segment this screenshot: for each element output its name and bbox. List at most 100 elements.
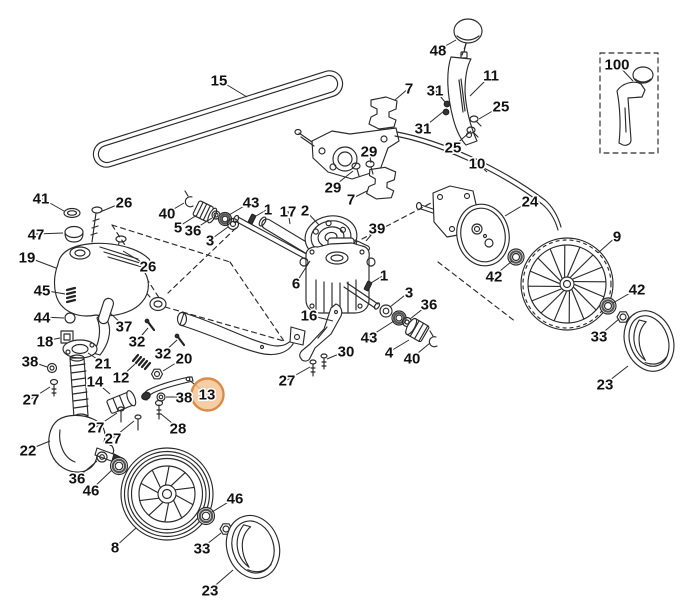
part-label-30[interactable]: 30 [336, 342, 356, 362]
part-label-6[interactable]: 6 [290, 274, 301, 294]
wheel-spoke [164, 502, 170, 523]
part-label-27[interactable]: 27 [21, 390, 41, 410]
part-label-26[interactable]: 26 [114, 193, 134, 213]
part-label-7[interactable]: 7 [403, 79, 414, 99]
part-label-42[interactable]: 42 [627, 280, 647, 300]
part-label-3[interactable]: 3 [204, 231, 215, 251]
part-label-4[interactable]: 4 [383, 343, 395, 363]
leader-line-27 [30, 386, 51, 400]
part-label-39[interactable]: 39 [367, 219, 387, 239]
leader-line-23 [604, 365, 629, 385]
wheel-spoke [571, 289, 585, 320]
part-label-10[interactable]: 10 [467, 154, 487, 174]
leader-line-23 [209, 569, 234, 591]
part-label-23[interactable]: 23 [595, 375, 615, 395]
leader-line-22 [27, 440, 51, 451]
part-label-41[interactable]: 41 [31, 189, 51, 209]
part-label-36[interactable]: 36 [67, 469, 87, 489]
support-strap-drawing [299, 303, 343, 377]
part-label-44[interactable]: 44 [32, 308, 52, 328]
wheel-spoke [540, 290, 564, 314]
part-label-36[interactable]: 36 [419, 295, 439, 315]
part-label-26[interactable]: 26 [138, 257, 158, 277]
part-label-7[interactable]: 7 [345, 190, 356, 210]
leader-line-41 [40, 197, 65, 212]
wheel-spoke [164, 465, 170, 486]
part-label-20[interactable]: 20 [174, 349, 194, 369]
leader-line-7 [394, 87, 410, 101]
part-label-31[interactable]: 31 [413, 119, 433, 139]
part-label-15[interactable]: 15 [209, 71, 229, 91]
part-label-32[interactable]: 32 [153, 344, 173, 364]
part-label-5[interactable]: 5 [172, 218, 183, 238]
rear-wheel-drawing [507, 237, 675, 372]
wheel-spoke [148, 501, 164, 516]
part-label-17[interactable]: 17 [278, 202, 298, 222]
part-label-3[interactable]: 3 [403, 283, 414, 303]
part-label-38[interactable]: 38 [20, 352, 40, 372]
leader-line-3 [209, 226, 229, 241]
part-label-46[interactable]: 46 [81, 481, 101, 501]
part-label-29[interactable]: 29 [359, 142, 379, 162]
part-label-29[interactable]: 29 [323, 178, 343, 198]
part-label-8[interactable]: 8 [109, 538, 120, 558]
part-label-46[interactable]: 46 [225, 489, 245, 509]
part-label-22[interactable]: 22 [18, 441, 38, 461]
leader-line-18 [44, 337, 61, 342]
part-label-43[interactable]: 43 [241, 193, 261, 213]
part-label-40[interactable]: 40 [402, 349, 422, 369]
pivot-bracket-drawing [415, 185, 510, 267]
part-label-16[interactable]: 16 [299, 306, 319, 326]
part-label-27[interactable]: 27 [103, 429, 123, 449]
part-label-33[interactable]: 33 [192, 539, 212, 559]
wheel-spoke [531, 288, 562, 302]
leader-line-1 [255, 208, 269, 217]
selected-part-highlight [190, 377, 225, 412]
cam-lever-group-drawing [46, 318, 194, 431]
part-label-9[interactable]: 9 [611, 227, 622, 247]
part-label-13-selected[interactable]: 13 [197, 385, 217, 405]
part-label-1[interactable]: 1 [378, 266, 389, 286]
part-label-43[interactable]: 43 [359, 328, 379, 348]
part-label-12[interactable]: 12 [111, 368, 131, 388]
part-label-100[interactable]: 100 [603, 55, 631, 75]
part-label-31[interactable]: 31 [425, 81, 445, 101]
part-label-32[interactable]: 32 [127, 332, 147, 352]
part-label-48[interactable]: 48 [428, 41, 448, 61]
part-label-23[interactable]: 23 [200, 581, 220, 601]
leader-line-1 [370, 274, 385, 284]
part-label-40[interactable]: 40 [157, 204, 177, 224]
handle-tube-drawing [141, 287, 306, 356]
leader-line-46 [90, 469, 113, 491]
part-label-19[interactable]: 19 [17, 248, 37, 268]
part-label-36[interactable]: 36 [183, 221, 203, 241]
part-label-11[interactable]: 11 [482, 66, 501, 86]
part-label-21[interactable]: 21 [93, 354, 113, 374]
part-label-28[interactable]: 28 [168, 419, 188, 439]
part-label-42[interactable]: 42 [484, 267, 504, 287]
part-label-25[interactable]: 25 [491, 97, 511, 117]
part-label-37[interactable]: 37 [114, 317, 134, 337]
leader-line-25 [478, 105, 502, 120]
part-label-24[interactable]: 24 [520, 192, 540, 212]
leader-line-7 [350, 190, 368, 200]
part-label-45[interactable]: 45 [32, 281, 52, 301]
part-label-47[interactable]: 47 [26, 225, 46, 245]
leader-line-38 [29, 360, 48, 368]
part-label-27[interactable]: 27 [86, 418, 106, 438]
part-label-25[interactable]: 25 [443, 138, 463, 158]
leader-line-2 [304, 209, 320, 226]
part-label-1[interactable]: 1 [262, 200, 273, 220]
leader-line-15 [218, 79, 248, 98]
part-label-38[interactable]: 38 [174, 388, 194, 408]
leader-line-30 [326, 350, 347, 360]
part-label-18[interactable]: 18 [35, 332, 55, 352]
part-label-2[interactable]: 2 [299, 201, 310, 221]
leader-line-44 [41, 316, 65, 319]
leader-line-42 [493, 260, 513, 277]
part-label-14[interactable]: 14 [85, 372, 105, 392]
part-label-33[interactable]: 33 [589, 327, 609, 347]
part-label-27[interactable]: 27 [277, 371, 297, 391]
